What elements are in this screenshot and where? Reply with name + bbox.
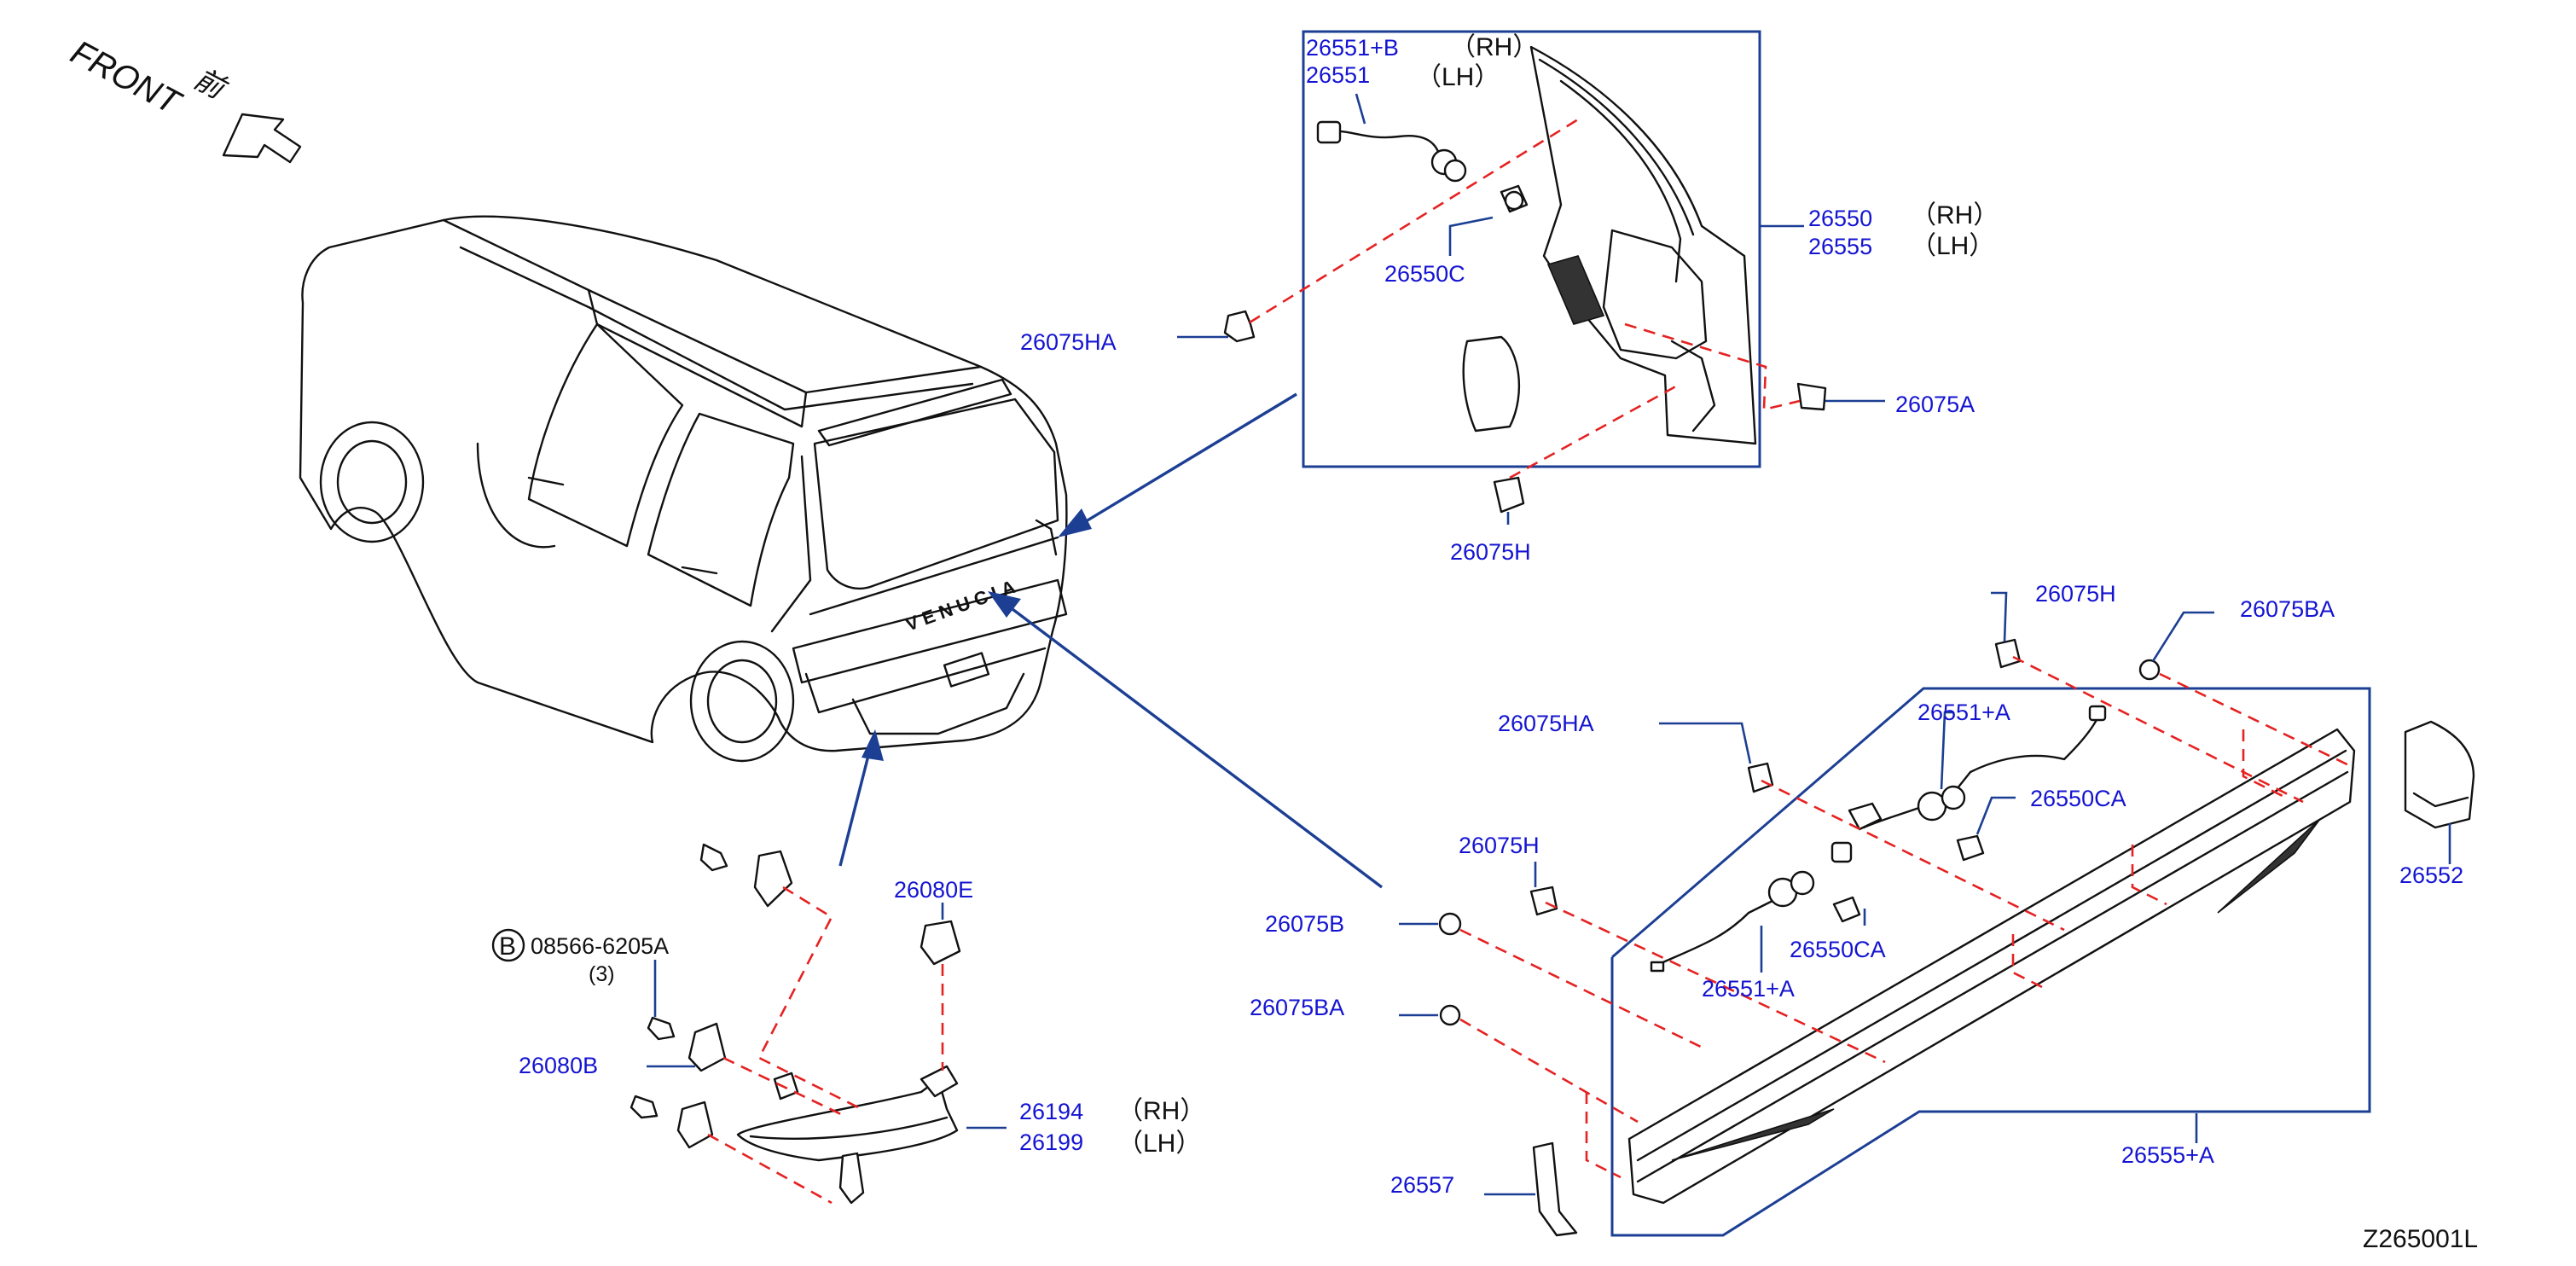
callout-26075ba-low: 26075BA — [1250, 995, 1344, 1020]
rear-garnish-group: 26075H 26075BA 26075HA 26551+A 26550CA 2… — [1250, 581, 2475, 1237]
callout-26075b: 26075B — [1265, 911, 1344, 937]
callout-26080b: 26080B — [519, 1053, 598, 1078]
callout-26075ha-mid: 26075HA — [1498, 711, 1594, 736]
callout-rh2: （RH） — [1911, 201, 1999, 229]
drawing-code: Z265001L — [2363, 1225, 2478, 1253]
callout-26551a-low: 26551+A — [1702, 976, 1795, 1002]
callout-26551: 26551 — [1306, 62, 1370, 88]
callout-26555a: 26555+A — [2121, 1142, 2214, 1168]
callout-lh1: （LH） — [1416, 63, 1500, 91]
callout-26075h-top: 26075H — [1450, 539, 1531, 565]
callout-rh3: （RH） — [1117, 1097, 1205, 1125]
callout-26075ba-top: 26075BA — [2240, 596, 2335, 622]
arrowhead-icon — [1058, 508, 1092, 537]
arrowhead-icon — [988, 591, 1021, 618]
callout-26555: 26555 — [1808, 234, 1872, 259]
front-label: FRONT — [65, 33, 189, 123]
callout-26552: 26552 — [2399, 862, 2463, 888]
callout-26550ca-top: 26550CA — [2030, 786, 2126, 811]
callout-rh1: （RH） — [1450, 33, 1538, 61]
vehicle-pointer-arrows — [838, 392, 1384, 889]
callout-26075a: 26075A — [1895, 392, 1975, 417]
callout-26551a-top: 26551+A — [1917, 700, 2010, 725]
vehicle-rear-view-drawing: VENUCIA — [299, 215, 1068, 763]
callout-26550ca-low: 26550CA — [1790, 937, 1886, 962]
callout-lh3: （LH） — [1117, 1130, 1201, 1158]
callout-26075h-low: 26075H — [1459, 833, 1540, 858]
callout-26550: 26550 — [1808, 206, 1872, 231]
callout-qty: (3) — [589, 962, 615, 986]
front-cjk-label: 前 — [189, 63, 232, 107]
front-direction-indicator: FRONT 前 — [65, 33, 302, 164]
bolt-badge-letter: B — [499, 932, 516, 961]
callout-26199: 26199 — [1019, 1130, 1083, 1155]
rear-reflector-group: 26080E B 08566-6205A (3) 26080B 26194 （R… — [491, 843, 1205, 1205]
callout-26080e: 26080E — [894, 877, 973, 903]
arrowhead-icon — [862, 729, 884, 761]
callout-26075ha-top: 26075HA — [1020, 329, 1117, 355]
callout-26557: 26557 — [1390, 1172, 1454, 1198]
callout-08566: 08566-6205A — [531, 933, 669, 959]
callout-lh2: （LH） — [1911, 232, 1994, 260]
front-arrow-icon — [222, 113, 302, 164]
callout-26550c: 26550C — [1384, 261, 1465, 287]
callout-26194: 26194 — [1019, 1099, 1083, 1124]
bolt-badge-icon — [491, 928, 525, 962]
callout-26075h-mid: 26075H — [2035, 581, 2116, 607]
combination-lamp-group: 26551+B （RH） 26551 （LH） 26550C 26075HA 2… — [1020, 30, 1999, 565]
callout-26551b: 26551+B — [1306, 35, 1399, 61]
